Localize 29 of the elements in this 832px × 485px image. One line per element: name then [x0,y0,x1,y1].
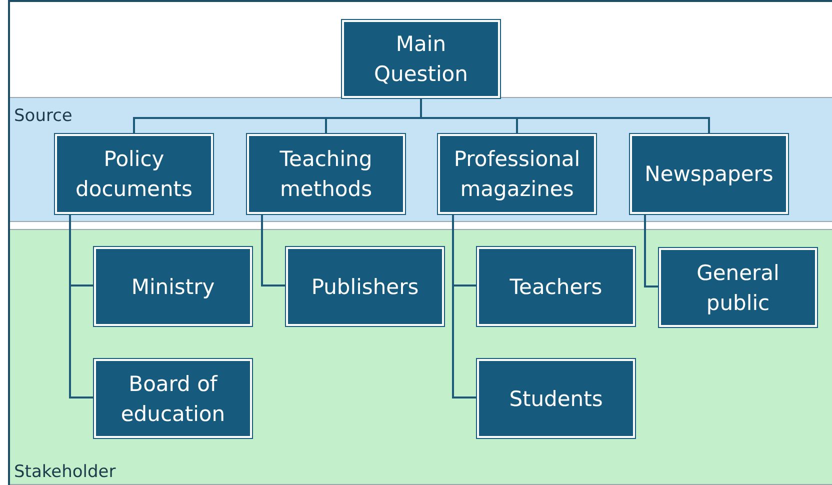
process-box [659,248,817,327]
connector-line [261,213,286,286]
band [8,229,832,485]
box-label: Students [508,386,604,412]
band-label: Source [14,106,72,126]
box-label: Professional magazines [452,146,582,203]
process-box [438,134,596,214]
box-label: Board of education [120,370,226,428]
box-label: Teachers [508,274,604,300]
box-label: Newspapers [644,161,774,188]
box-label: Publishers [310,274,420,300]
box-label: Policy documents [74,146,194,203]
box-label: Teaching methods [278,146,374,203]
box-label: General public [696,260,780,316]
band [8,97,832,222]
process-box [94,247,252,326]
band-label: Stakeholder [14,462,116,482]
process-box [477,359,635,438]
connector-line [644,213,659,288]
connector-line [420,98,710,133]
process-box [630,134,788,214]
process-box [342,20,500,98]
process-box [247,134,405,214]
process-box [286,247,444,326]
process-box [55,134,213,214]
process-box [94,359,252,438]
box-label: Ministry [130,274,216,300]
process-box [477,247,635,326]
box-label: Main Question [373,31,469,88]
